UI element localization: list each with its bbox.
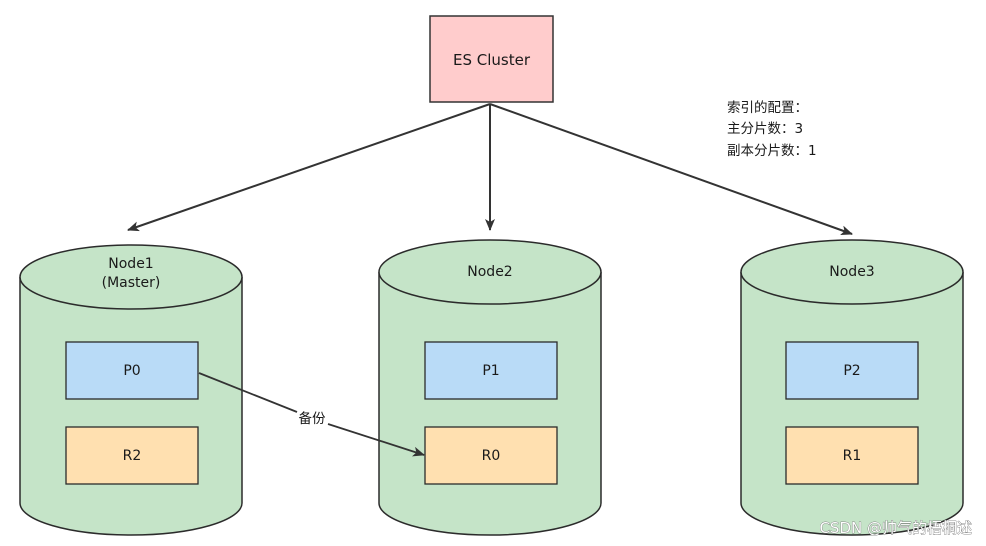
node-2-title: Node2 — [467, 264, 512, 280]
node-1-title: Node1 — [108, 256, 153, 272]
backup-edge: 备份 — [198, 372, 425, 457]
node-2-body — [378, 272, 602, 536]
shard-r1-box — [785, 426, 919, 485]
cluster-label: ES Cluster — [453, 51, 531, 69]
node-3-top — [740, 239, 964, 305]
shard-p0-box — [65, 341, 199, 400]
node-1-body — [19, 277, 243, 536]
shard-r1-label: R1 — [843, 448, 862, 464]
node-2-cylinder: Node2 P1 R0 — [378, 239, 602, 536]
node-2-top — [378, 239, 602, 305]
shard-r0-box — [424, 426, 558, 485]
node-3-cylinder: Node3 P2 R1 — [740, 239, 964, 536]
shard-r0-label: R0 — [482, 448, 501, 464]
config-line-replica: 副本分片数：1 — [727, 143, 817, 159]
node-1-cylinder: Node1 (Master) P0 R2 — [19, 244, 243, 536]
config-line-index: 索引的配置： — [727, 100, 808, 116]
shard-r2-label: R2 — [123, 448, 142, 464]
node-1-subtitle: (Master) — [102, 275, 161, 291]
backup-edge-line-a — [198, 372, 298, 413]
node-1-top — [19, 244, 243, 310]
cluster-box: ES Cluster — [429, 15, 554, 103]
shard-p2-label: P2 — [843, 363, 860, 379]
config-line-primary: 主分片数：3 — [727, 121, 803, 137]
cluster-edges — [127, 103, 853, 235]
edge-cluster-to-node3 — [489, 103, 853, 235]
backup-edge-label: 备份 — [299, 410, 326, 427]
config-note: 索引的配置： 主分片数：3 副本分片数：1 — [727, 100, 817, 159]
node-3-body — [740, 272, 964, 536]
shard-p1-box — [424, 341, 558, 400]
edge-cluster-to-node1 — [127, 103, 491, 232]
shard-p0-label: P0 — [123, 363, 140, 379]
shard-p2-box — [785, 341, 919, 400]
shard-p1-label: P1 — [482, 363, 499, 379]
backup-edge-line-b — [327, 423, 425, 457]
shard-r2-box — [65, 426, 199, 485]
watermark-text: CSDN @帅气的梧桐述 — [819, 519, 972, 537]
cluster-rect — [429, 15, 554, 103]
node-3-title: Node3 — [829, 264, 874, 280]
